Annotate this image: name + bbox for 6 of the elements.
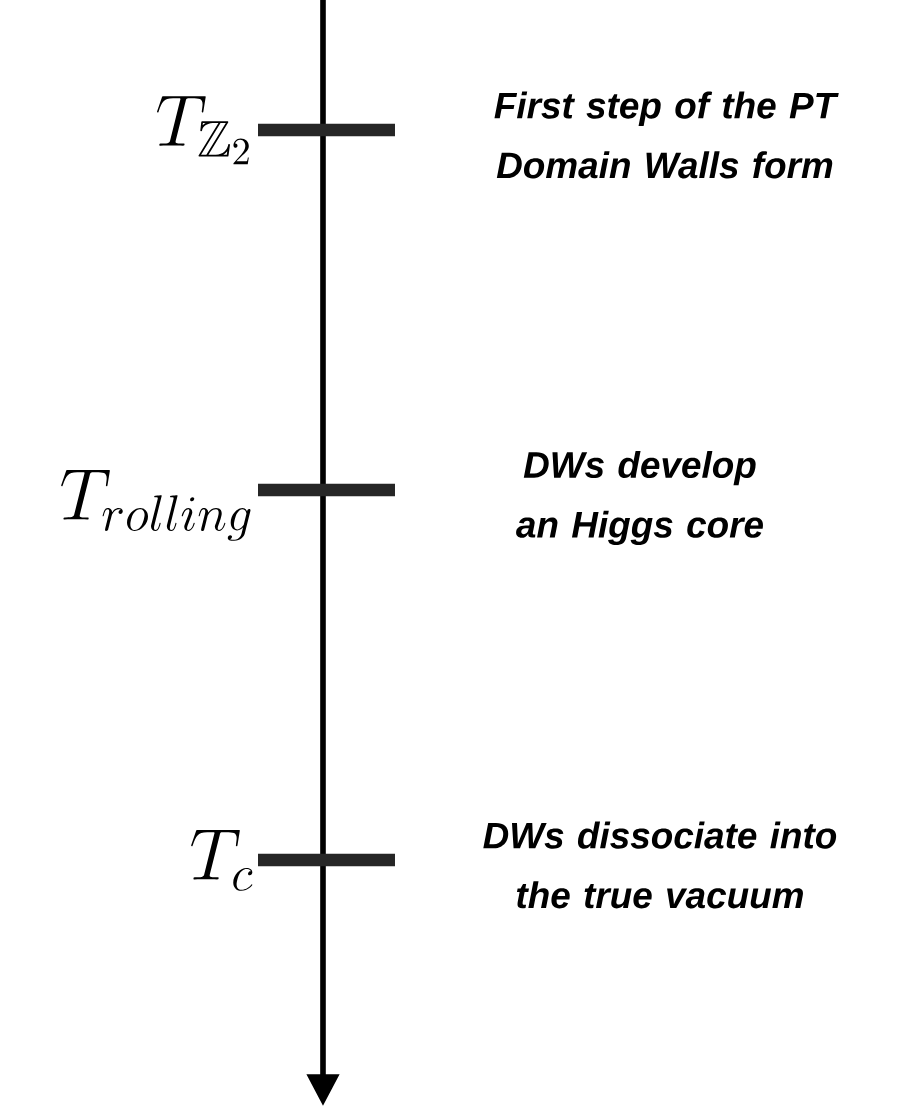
event-description: First step of the PT Domain Walls form xyxy=(494,91,839,179)
temperature-label: $T_{rolling}$ xyxy=(61,470,251,541)
temperature-label: $T_{\mathbb{Z}_2}$ xyxy=(157,96,249,165)
event-description: DWs dissociate into the true vacuum xyxy=(483,821,837,909)
temperature-label: $T_c$ xyxy=(191,830,253,891)
event-description: DWs develop an Higgs core xyxy=(516,450,763,546)
